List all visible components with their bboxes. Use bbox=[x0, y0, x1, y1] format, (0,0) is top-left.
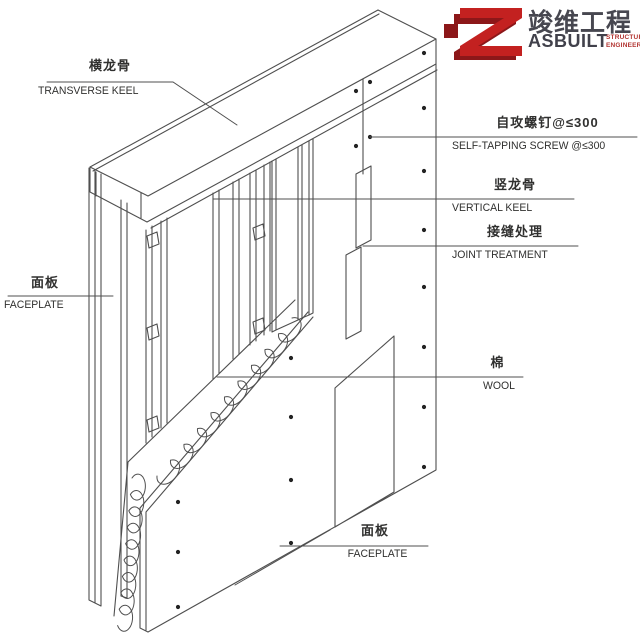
logo-subtitle-line2: ENGINEERING bbox=[606, 42, 640, 49]
transverse-keel-drawing bbox=[89, 9, 438, 229]
knockout-holes bbox=[146, 223, 266, 433]
label-joint-treatment-en: JOINT TREATMENT bbox=[452, 249, 548, 261]
logo-company-name-en: ASBUILT bbox=[528, 31, 609, 51]
back-faceplate-lines bbox=[88, 167, 128, 607]
leader-lines bbox=[7, 81, 638, 586]
vertical-keels-drawing bbox=[145, 138, 314, 444]
joint-tape-strip bbox=[345, 165, 372, 340]
label-self-tapping-screw-en: SELF-TAPPING SCREW @≤300 bbox=[452, 140, 606, 152]
label-faceplate-bottom-en: FACEPLATE bbox=[347, 548, 408, 560]
label-self-tapping-screw-cn: 自攻螺钉@≤300 bbox=[496, 115, 599, 130]
label-transverse-keel-en: TRANSVERSE KEEL bbox=[38, 85, 139, 97]
asbuilt-monogram-icon bbox=[444, 8, 522, 60]
logo-subtitle: STRUCTURE ENGINEERING bbox=[606, 34, 640, 50]
leader-line-paths bbox=[7, 81, 638, 586]
vertical-keel-lines bbox=[145, 138, 314, 444]
label-wool-cn: 棉 bbox=[490, 355, 505, 370]
back-faceplate-drawing bbox=[88, 167, 128, 607]
screw-dots bbox=[175, 50, 427, 610]
label-transverse-keel-cn: 横龙骨 bbox=[88, 58, 131, 73]
logo-company-name-cn: 竣维工程 bbox=[528, 9, 633, 37]
label-wool-en: WOOL bbox=[483, 380, 515, 392]
wool-boundary-line bbox=[113, 299, 296, 617]
transverse-keel-lines bbox=[89, 9, 438, 229]
label-joint-treatment-cn: 接缝处理 bbox=[486, 224, 543, 239]
joint-tape-strip-lines bbox=[345, 165, 372, 340]
wool-coil-vertical bbox=[117, 473, 146, 632]
front-faceplate-panels bbox=[139, 38, 437, 633]
label-vertical-keel-en: VERTICAL KEEL bbox=[452, 202, 533, 214]
monogram-z-shape bbox=[460, 8, 522, 56]
monogram-side-block bbox=[444, 24, 458, 38]
wool-coil-diagonal bbox=[156, 317, 302, 485]
wool-insulation-hatch bbox=[113, 299, 302, 632]
label-faceplate-bottom-cn: 面板 bbox=[360, 523, 389, 538]
label-faceplate-left-en: FACEPLATE bbox=[4, 299, 64, 311]
label-vertical-keel-cn: 竖龙骨 bbox=[493, 177, 536, 192]
label-faceplate-left-cn: 面板 bbox=[30, 275, 59, 290]
logo-subtitle-line1: STRUCTURE bbox=[606, 34, 640, 41]
faceplate-panel-lines bbox=[139, 38, 437, 633]
company-logo: 竣维工程 ASBUILT STRUCTURE ENGINEERING bbox=[440, 2, 640, 60]
